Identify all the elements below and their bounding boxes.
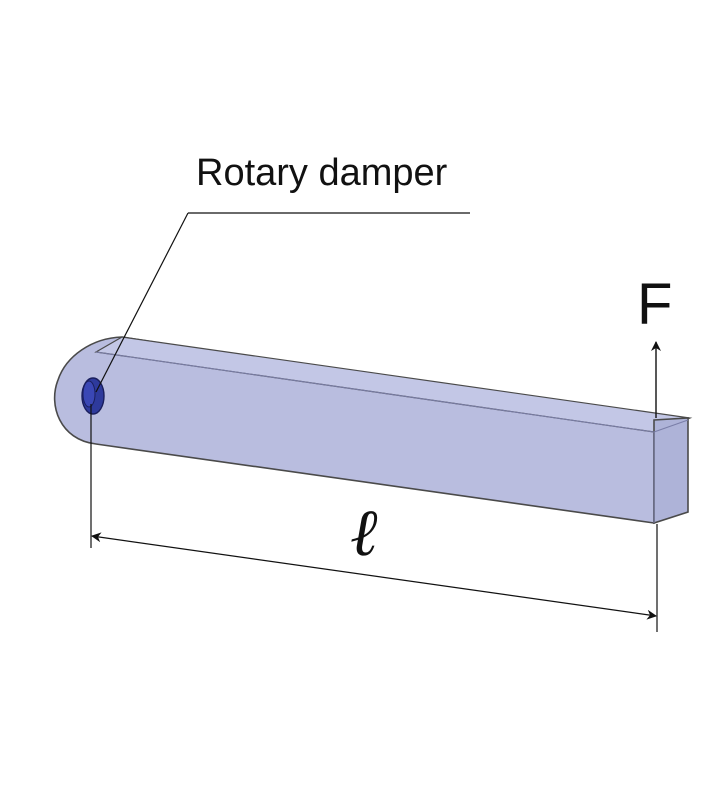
dimension-line	[91, 532, 657, 620]
force-label: F	[637, 272, 673, 337]
arm-edge-line	[653, 419, 689, 433]
length-label: ℓ	[350, 494, 378, 571]
damper-face	[82, 380, 96, 408]
callout-leader-line	[95, 212, 189, 393]
rotary-damper	[81, 377, 105, 415]
rotary-damper-label: Rotary damper	[196, 152, 448, 194]
lever-arm	[53, 336, 693, 525]
arm-end-face	[653, 417, 689, 525]
arm-front-face	[53, 336, 655, 524]
arm-edge-line	[95, 351, 655, 433]
